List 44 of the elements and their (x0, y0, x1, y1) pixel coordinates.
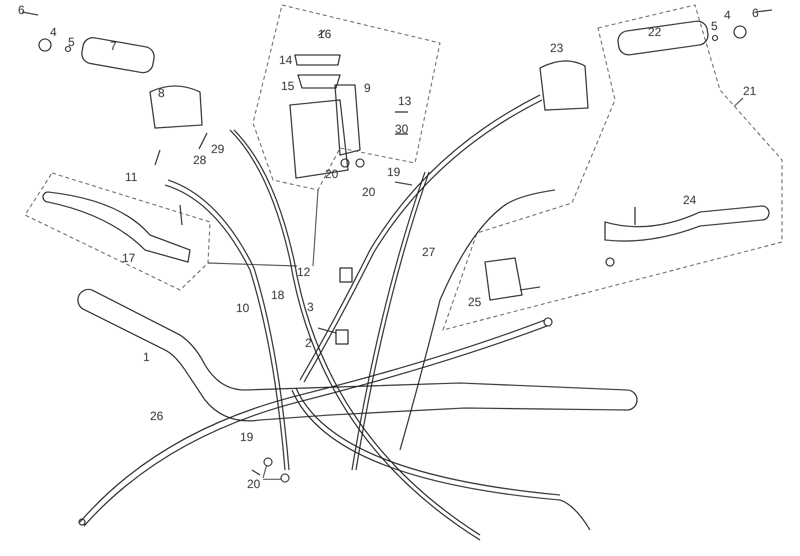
leader-line (262, 478, 282, 480)
callout-number: 4 (50, 26, 57, 38)
callout-number: 4 (724, 9, 731, 21)
dashed-group-outline (25, 173, 210, 290)
callout-number: 20 (362, 186, 376, 198)
callout-number: 11 (125, 171, 138, 183)
callout-number: 16 (318, 28, 332, 40)
callout-number: 2 (305, 337, 312, 349)
dashed-group-outline (443, 5, 782, 330)
callout-number: 21 (743, 85, 756, 97)
callout-number: 19 (240, 431, 254, 443)
callout-number: 27 (422, 246, 436, 258)
callout-number: 15 (281, 80, 294, 92)
leader-line (312, 190, 318, 266)
washer (264, 458, 272, 466)
callout-number: 6 (752, 7, 759, 19)
callout-number: 6 (18, 4, 25, 16)
callout-number: 13 (398, 95, 412, 107)
callout-number: 30 (395, 123, 408, 135)
callout-number: 10 (236, 302, 250, 314)
callout-number: 7 (110, 40, 117, 52)
callout-number: 14 (279, 54, 292, 66)
leader-line (734, 98, 744, 107)
callout-number: 17 (122, 252, 136, 264)
callout-number: 5 (68, 36, 75, 48)
callout-number: 24 (683, 194, 696, 206)
callout-number: 5 (711, 20, 718, 32)
callout-number: 25 (468, 296, 482, 308)
callout-number: 9 (364, 82, 371, 94)
washer (281, 474, 289, 482)
callout-number: 8 (158, 87, 165, 99)
callout-number: 20 (247, 478, 260, 490)
callout-number: 3 (307, 301, 314, 313)
callout-number: 29 (211, 143, 224, 155)
callout-number: 28 (193, 154, 206, 166)
callout-number: 18 (271, 289, 284, 301)
callout-number: 1 (143, 351, 150, 363)
callout-number: 23 (550, 42, 564, 54)
callout-number: 22 (648, 26, 662, 38)
callout-number: 26 (150, 410, 164, 422)
leader-line (208, 262, 298, 266)
callout-number: 12 (297, 266, 310, 278)
callout-number: 19 (387, 166, 400, 178)
leader-line (262, 465, 267, 478)
